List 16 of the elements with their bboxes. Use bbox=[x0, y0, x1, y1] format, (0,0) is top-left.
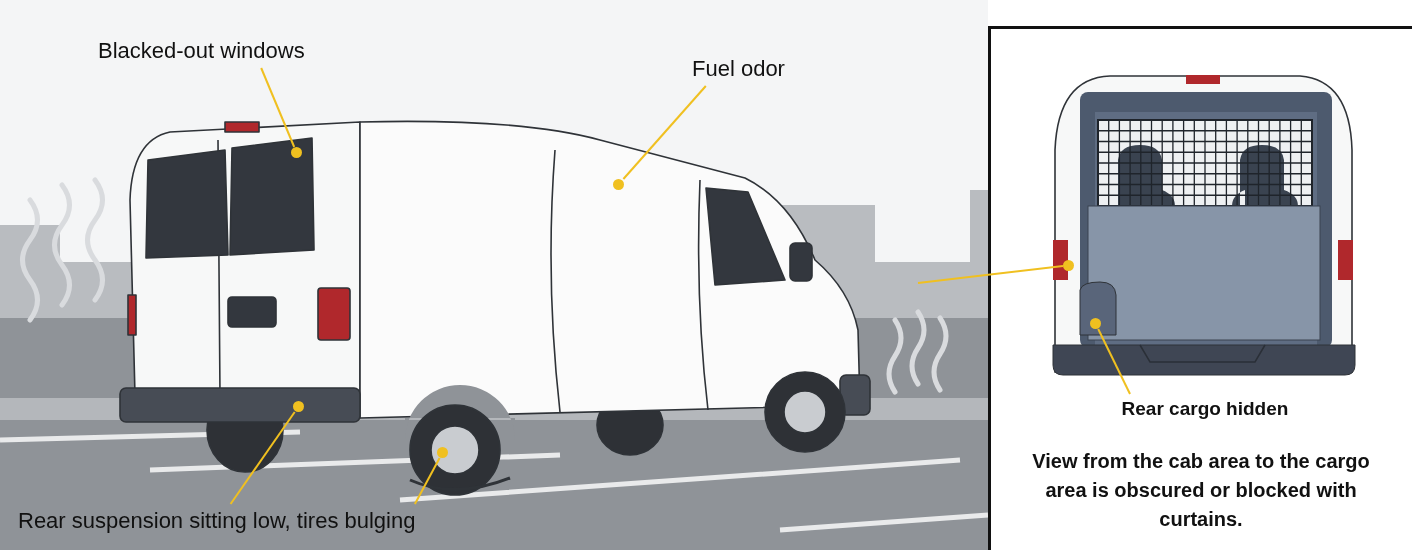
callout-dot bbox=[293, 401, 304, 412]
callout-dot bbox=[291, 147, 302, 158]
callout-label: Fuel odor bbox=[692, 52, 820, 86]
panel-caption: View from the cab area to the cargo area is obscured or blocked with curtains. bbox=[1031, 449, 1371, 532]
callout-dot bbox=[613, 179, 624, 190]
leader-line bbox=[917, 265, 1064, 284]
callout-dot bbox=[1063, 260, 1074, 271]
callout-label: Rear suspension sitting low, tires bulging bbox=[18, 504, 530, 538]
callout-label: Rear cargo hidden bbox=[1090, 394, 1320, 424]
callout-label: Blacked-out windows bbox=[98, 34, 360, 68]
inset-panel bbox=[988, 26, 1412, 550]
leader-line bbox=[413, 457, 441, 505]
callout-dot bbox=[1090, 318, 1101, 329]
leader-line bbox=[622, 85, 707, 180]
leader-line bbox=[229, 411, 296, 505]
callout-dot bbox=[437, 447, 448, 458]
